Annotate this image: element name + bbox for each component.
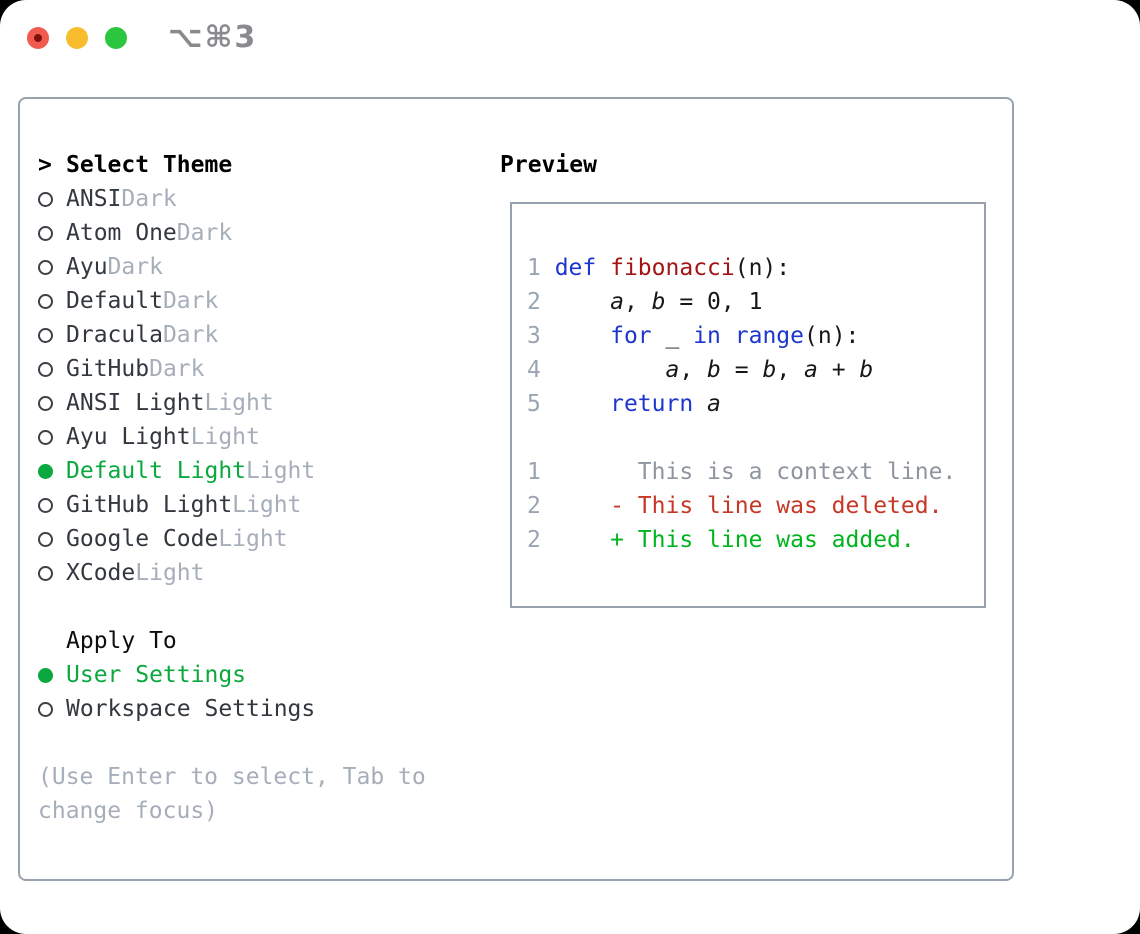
theme-option[interactable]: Dracula Dark [38, 318, 315, 352]
theme-option[interactable]: Ayu Dark [38, 250, 315, 284]
radio-unselected-icon [38, 259, 53, 275]
radio-unselected-icon [38, 497, 53, 513]
radio-unselected-icon [38, 191, 53, 207]
focus-caret-icon: > [38, 152, 52, 178]
radio-unselected-icon [38, 293, 53, 309]
code-line: 3 for _ in range(n): [527, 323, 860, 349]
window-shortcut-label: ⌥⌘3 [168, 20, 258, 55]
theme-variant: Dark [107, 254, 163, 280]
theme-name: Default Light [66, 458, 247, 484]
code-line: 2 a, b = 0, 1 [527, 289, 763, 315]
apply-option[interactable]: User Settings [38, 658, 315, 692]
code-line: 5 return a [527, 391, 721, 417]
theme-name: ANSI Light [66, 390, 205, 416]
theme-name: GitHub [66, 356, 150, 382]
apply-option-label: Workspace Settings [66, 696, 316, 722]
theme-name: ANSI [66, 186, 122, 212]
radio-unselected-icon [38, 701, 53, 717]
radio-unselected-icon [38, 395, 53, 411]
theme-name: Default [66, 288, 163, 314]
theme-name: Atom One [66, 220, 177, 246]
theme-option[interactable]: Google Code Light [38, 522, 315, 556]
theme-option[interactable]: GitHub Dark [38, 352, 315, 386]
theme-select-header: > Select Theme [38, 148, 315, 182]
radio-unselected-icon [38, 327, 53, 343]
radio-unselected-icon [38, 565, 53, 581]
hint-text: (Use Enter to select, Tab to change focu… [38, 760, 426, 828]
title-bar: ⌥⌘3 [0, 0, 1140, 80]
theme-option[interactable]: Default Light Light [38, 454, 315, 488]
theme-option[interactable]: Default Dark [38, 284, 315, 318]
theme-option[interactable]: ANSI Light Light [38, 386, 315, 420]
theme-variant: Light [204, 390, 274, 416]
theme-name: XCode [66, 560, 136, 586]
apply-option[interactable]: Workspace Settings [38, 692, 315, 726]
radio-unselected-icon [38, 225, 53, 241]
apply-option-label: User Settings [66, 662, 247, 688]
theme-name: Google Code [66, 526, 219, 552]
theme-variant: Dark [121, 186, 177, 212]
theme-name: Dracula [66, 322, 163, 348]
theme-variant: Light [232, 492, 302, 518]
theme-name: GitHub Light [66, 492, 233, 518]
theme-variant: Light [135, 560, 205, 586]
code-line: 1 This is a context line. [527, 459, 957, 485]
theme-option[interactable]: Atom One Dark [38, 216, 315, 250]
apply-to-header-label: Apply To [66, 628, 177, 654]
theme-variant: Dark [162, 288, 219, 314]
theme-variant: Dark [176, 220, 233, 246]
hint-line-2: change focus) [38, 798, 219, 824]
radio-selected-icon [38, 667, 53, 683]
theme-option[interactable]: XCode Light [38, 556, 315, 590]
theme-variant: Light [246, 458, 316, 484]
close-button[interactable] [27, 27, 49, 49]
preview-header-label: Preview [500, 152, 597, 178]
theme-variant: Light [190, 424, 260, 450]
zoom-button[interactable] [105, 27, 127, 49]
radio-unselected-icon [38, 531, 53, 547]
theme-option[interactable]: ANSI Dark [38, 182, 315, 216]
theme-variant: Dark [149, 356, 205, 382]
radio-unselected-icon [38, 361, 53, 377]
code-preview-pane: 1 def fibonacci(n): 2 a, b = 0, 1 3 for _ … [510, 202, 986, 608]
code-line: 4 a, b = b, a + b [527, 357, 874, 383]
theme-variant: Light [218, 526, 288, 552]
apply-to-header: Apply To [38, 624, 315, 658]
minimize-button[interactable] [66, 27, 88, 49]
theme-option[interactable]: Ayu Light Light [38, 420, 315, 454]
theme-option[interactable]: GitHub Light Light [38, 488, 315, 522]
code-line [527, 421, 984, 455]
theme-name: Ayu Light [66, 424, 191, 450]
code-line: 1 def fibonacci(n): [527, 255, 791, 281]
unsaved-changes-dot-icon [34, 34, 42, 42]
hint-line-1: (Use Enter to select, Tab to [38, 764, 426, 790]
theme-select-header-label: Select Theme [66, 152, 233, 178]
code-line: 2 - This line was deleted. [527, 493, 943, 519]
code-line: 2 + This line was added. [527, 527, 915, 553]
theme-name: Ayu [66, 254, 108, 280]
radio-unselected-icon [38, 429, 53, 445]
theme-variant: Dark [162, 322, 219, 348]
traffic-lights [27, 27, 127, 49]
radio-selected-icon [38, 463, 53, 479]
